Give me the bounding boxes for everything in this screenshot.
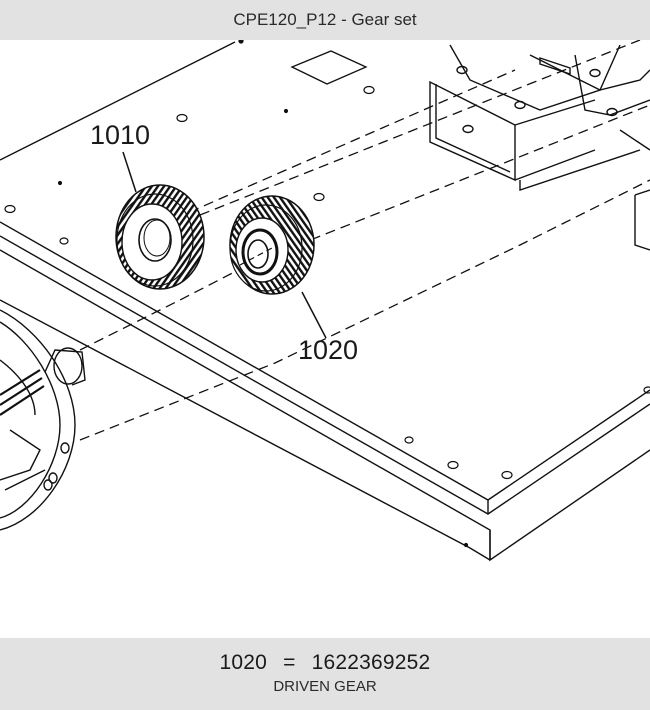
bracket-assembly [429,44,650,251]
equals-sign: = [283,651,296,674]
part-info-panel: 1020 = 1622369252 DRIVEN GEAR [0,638,650,710]
window-title-bar: CPE120_P12 - Gear set [0,0,650,40]
page-title: CPE120_P12 - Gear set [233,10,417,29]
nameplate-outline [290,50,368,85]
callout-1020[interactable]: 1020 [298,335,358,365]
leader-line-1020 [301,291,327,339]
part-number: 1622369252 [311,651,431,674]
part-reference-line: 1020 = 1622369252 [0,651,650,675]
plate-holes [4,40,650,548]
exploded-view-drawing: 1010 1020 [0,40,650,638]
leader-line-1010 [122,151,137,193]
part-description: DRIVEN GEAR [273,678,377,695]
base-plate [0,41,650,562]
item-number: 1020 [219,651,268,674]
gear-set-diagram: 1010 1020 [0,40,650,562]
gear-1010 [115,184,205,290]
callout-1010[interactable]: 1010 [90,120,150,150]
gear-1020 [229,195,315,295]
motor-flange [0,309,86,531]
